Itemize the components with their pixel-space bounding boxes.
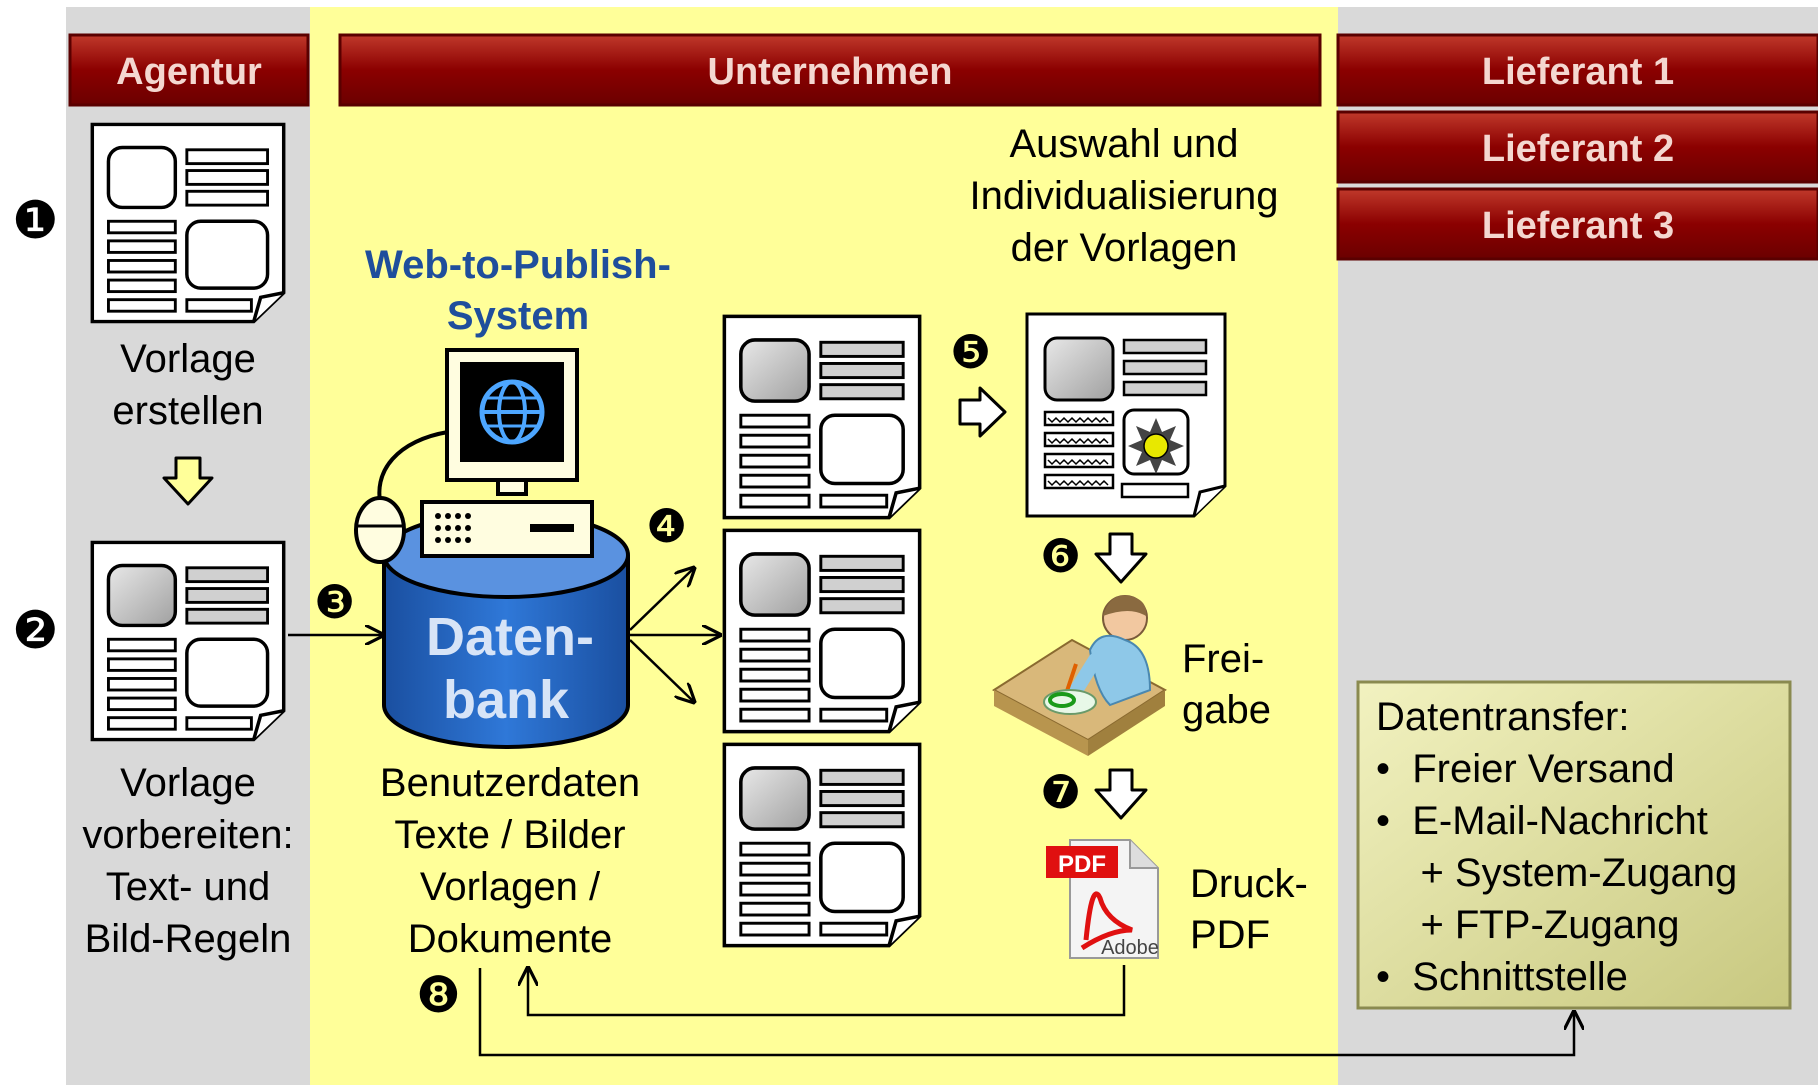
vorlage-vorbereiten-line-2: vorbereiten: [82, 813, 293, 857]
step-1-badge: ❶ [12, 192, 59, 250]
auswahl-line-3: der Vorlagen [1011, 226, 1238, 270]
step-6-badge: ❻ [1040, 530, 1081, 582]
vorlage-vorbereiten-line-1: Vorlage [120, 761, 256, 805]
header-unternehmen: Unternehmen [338, 33, 1322, 107]
connector-arrow [478, 968, 1574, 1057]
freigabe-line-1: Frei- [1182, 637, 1264, 681]
adobe-label: Adobe [1101, 937, 1159, 959]
datentransfer-item: + System-Zugang [1376, 851, 1737, 895]
header-lieferant-2-label: Lieferant 2 [1482, 128, 1674, 170]
step-7-badge: ❼ [1040, 766, 1081, 818]
datenbank-label-line-2: bank [443, 670, 570, 730]
vorlage-vorbereiten-line-3: Text- und [106, 865, 271, 909]
document-icon [722, 742, 922, 948]
db-contents-line-2: Texte / Bilder [394, 813, 625, 857]
hollow-arrow-icon [958, 386, 1007, 438]
vorlage-erstellen-line-1: Vorlage [120, 337, 256, 381]
document-icon [90, 122, 286, 324]
header-lieferant-3: Lieferant 3 [1336, 187, 1818, 261]
datentransfer-title: Datentransfer: [1376, 695, 1629, 739]
step-4-badge: ❹ [646, 500, 687, 552]
system-title-line-2: System [447, 294, 589, 338]
step-2-badge: ❷ [12, 602, 59, 660]
datenbank-label-line-1: Daten- [426, 607, 594, 667]
step-3-badge: ❸ [314, 576, 355, 628]
freigabe-line-2: gabe [1182, 688, 1271, 732]
db-contents-line-4: Dokumente [408, 917, 613, 961]
db-contents-line-1: Benutzerdaten [380, 761, 640, 805]
hollow-arrow-icon [1094, 768, 1148, 820]
hollow-arrow-icon [1094, 532, 1148, 584]
hollow-arrow-icon [162, 456, 214, 506]
datentransfer-item: + FTP-Zugang [1376, 903, 1679, 947]
connector-arrow [629, 639, 694, 702]
person-at-desk-icon [992, 595, 1167, 756]
header-lieferant-1-label: Lieferant 1 [1482, 51, 1674, 93]
pdf-file-icon: PDF Adobe [1046, 839, 1159, 959]
connector-arrow [629, 568, 694, 631]
vorlage-vorbereiten-line-4: Bild-Regeln [85, 917, 292, 961]
db-contents-line-3: Vorlagen / [420, 865, 601, 909]
druck-pdf-line-1: Druck- [1190, 862, 1308, 906]
header-agentur-label: Agentur [116, 51, 262, 93]
druck-pdf-line-2: PDF [1190, 913, 1270, 957]
datentransfer-item: • Freier Versand [1376, 747, 1675, 791]
step-8-badge: ❽ [416, 967, 461, 1023]
datentransfer-item: • Schnittstelle [1376, 955, 1628, 999]
system-title-line-1: Web-to-Publish- [365, 243, 671, 287]
header-agentur: Agentur [68, 33, 310, 107]
header-lieferant-1: Lieferant 1 [1336, 33, 1818, 107]
header-lieferant-3-label: Lieferant 3 [1482, 205, 1674, 247]
datentransfer-box: Datentransfer: • Freier Versand • E-Mail… [1356, 680, 1792, 1010]
connector-arrow [528, 965, 1126, 1017]
datentransfer-item: • E-Mail-Nachricht [1376, 799, 1708, 843]
document-icon [722, 314, 922, 520]
individualized-document-icon [1025, 312, 1227, 518]
document-icon [90, 540, 286, 742]
auswahl-line-2: Individualisierung [969, 174, 1278, 218]
header-unternehmen-label: Unternehmen [708, 51, 953, 93]
pdf-badge-label: PDF [1058, 851, 1106, 878]
auswahl-line-1: Auswahl und [1009, 122, 1238, 166]
vorlage-erstellen-line-2: erstellen [112, 389, 263, 433]
step-5-badge: ❺ [950, 326, 991, 378]
document-icon [722, 528, 922, 734]
header-lieferant-2: Lieferant 2 [1336, 110, 1818, 184]
computer-icon [354, 348, 594, 564]
